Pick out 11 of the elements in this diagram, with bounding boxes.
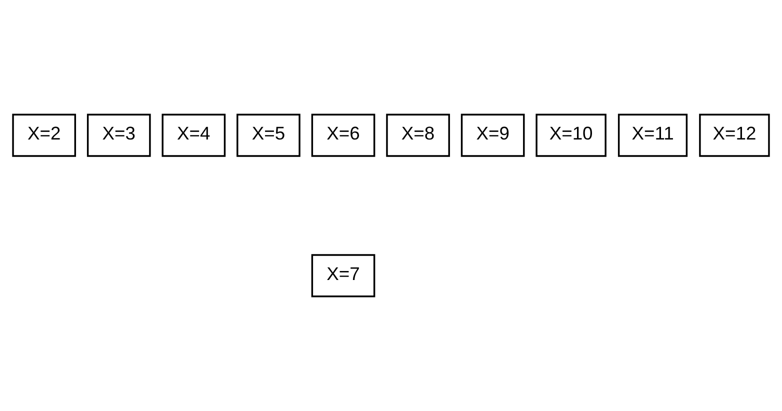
node-box: X=3 <box>86 114 151 157</box>
node-box: X=2 <box>12 114 76 157</box>
node-box: X=12 <box>699 114 770 157</box>
node-box: X=6 <box>311 114 376 157</box>
node-box: X=10 <box>536 114 606 157</box>
node-box: X=5 <box>236 114 300 157</box>
node-box: X=11 <box>618 114 688 157</box>
node-box: X=4 <box>162 114 226 157</box>
node-box: X=7 <box>311 254 376 298</box>
node-box: X=8 <box>386 114 450 157</box>
node-box: X=9 <box>460 114 525 157</box>
